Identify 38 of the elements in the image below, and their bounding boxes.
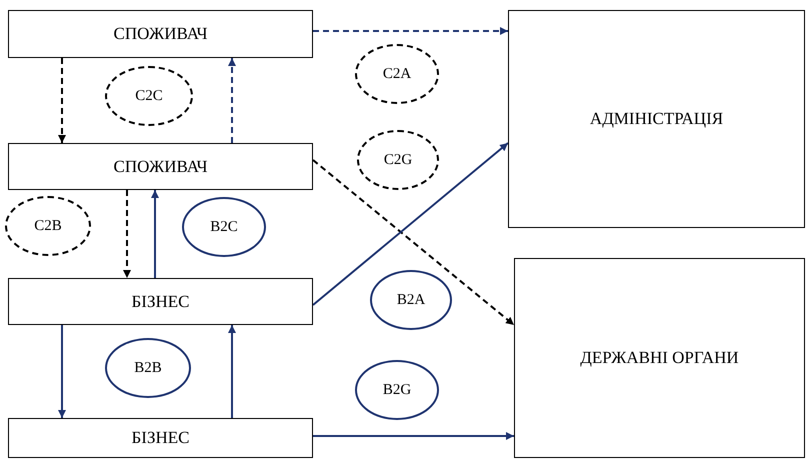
node-label: B2C — [210, 218, 238, 236]
node-label: B2B — [134, 360, 162, 376]
node-label: C2A — [382, 66, 412, 82]
arrow — [228, 325, 236, 418]
arrow — [312, 159, 515, 326]
node-label: C2G — [384, 152, 412, 168]
relation-oval — [105, 338, 191, 398]
relation-oval — [370, 270, 452, 330]
node-label: C2B — [34, 218, 62, 234]
node-label: СПОЖИВАЧ — [114, 156, 208, 176]
entity-box — [8, 143, 313, 190]
node-label: БІЗНЕС — [132, 428, 190, 448]
relation-oval — [5, 196, 91, 256]
node-label: B2A — [396, 292, 426, 308]
entity-box — [508, 10, 805, 228]
node-label: ДЕРЖАВНІ ОРГАНИ — [580, 348, 739, 368]
entity-box — [8, 278, 313, 325]
arrow — [313, 432, 514, 440]
arrow — [313, 27, 508, 35]
relation-oval — [355, 44, 439, 104]
node-label: АДМІНІСТРАЦІЯ — [590, 109, 724, 129]
arrow — [58, 325, 66, 418]
node-label: B2G — [382, 382, 412, 398]
arrow — [312, 142, 509, 306]
node-label: СПОЖИВАЧ — [114, 24, 208, 44]
node-label: C2C — [135, 88, 163, 104]
arrow — [58, 58, 66, 143]
arrow — [151, 190, 159, 278]
relation-oval — [105, 66, 193, 126]
arrow — [123, 190, 131, 278]
relation-oval — [357, 130, 439, 190]
arrow — [228, 58, 236, 143]
node-label: БІЗНЕС — [132, 292, 190, 312]
relation-oval — [182, 197, 266, 257]
relation-oval — [355, 360, 439, 420]
entity-box — [8, 418, 313, 458]
entity-box — [514, 258, 805, 458]
entity-box — [8, 10, 313, 58]
